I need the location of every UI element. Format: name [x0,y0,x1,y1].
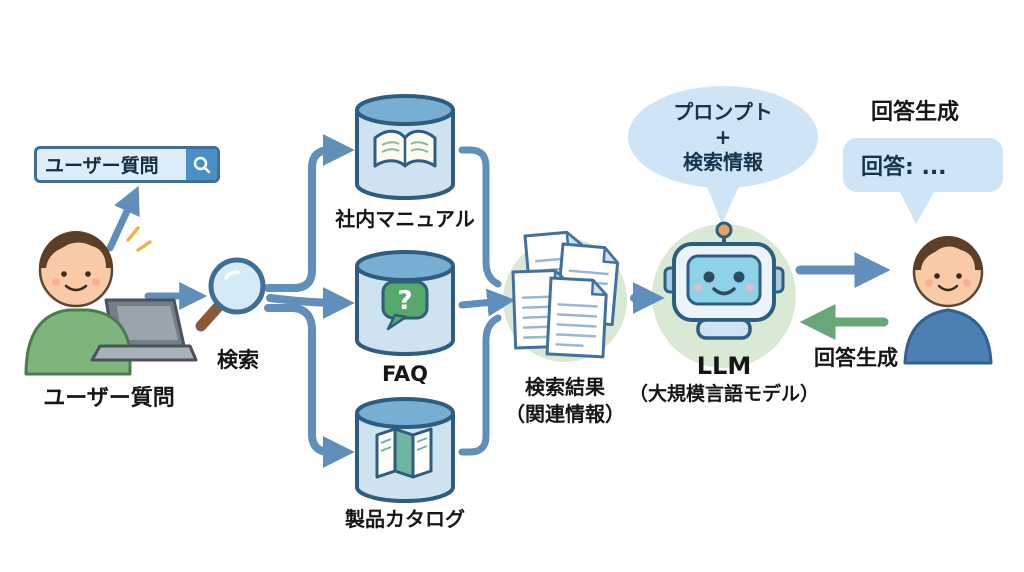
book-icon [373,129,437,168]
person-right-hair [914,236,982,270]
user-left-label: ユーザー質問 [43,386,175,411]
database-faq: ? [355,250,455,356]
prompt-bubble-line2: + [714,124,732,149]
arrow-user-to-searchbox [106,185,140,252]
search-label: 検索 [217,348,259,372]
database-manual-label: 社内マニュアル [335,207,475,231]
catalog-icon [375,427,433,479]
database-catalog-label: 製品カタログ [345,507,465,531]
arrow-search-to-manual [264,134,355,292]
magnifier-icon [195,257,266,332]
database-catalog [355,397,455,503]
arrow-search-to-faq [266,286,355,319]
answer-bubble-tail [900,192,934,224]
prompt-bubble: プロンプト + 検索情報 [628,86,818,188]
person-left-hair [39,231,113,268]
arrow-faq-to-results [458,288,516,317]
documents-icon [511,230,620,359]
results-label-line1: 検索結果 [525,375,605,399]
llm-label: LLM [696,352,752,380]
person-right-body [903,308,993,365]
sparkle-icon [126,226,152,252]
search-box: ユーザー質問 [34,146,220,183]
results-label: 検索結果 （関連情報） [485,374,645,428]
answer-generation-bottom-label: 回答生成 [814,346,898,370]
person-left-illustration [24,226,198,376]
line-catalog-to-results [458,314,502,456]
prompt-bubble-tail [706,184,740,224]
llm-sublabel: （大規模言語モデル） [628,383,819,405]
arrow-search-to-catalog [264,304,355,468]
results-label-line2: （関連情報） [505,402,625,426]
line-manual-to-results [458,146,502,288]
person-right-illustration [903,236,993,365]
answer-bubble: 回答: ... [843,138,1003,192]
prompt-bubble-line3: 検索情報 [683,149,763,174]
question-bubble-icon: ? [381,280,429,331]
answer-bubble-text: 回答: ... [861,155,947,180]
search-icon [193,156,210,173]
database-manual [355,94,455,200]
prompt-bubble-line1: プロンプト [673,99,773,124]
connector-arrows [106,134,891,468]
answer-generation-top-label: 回答生成 [870,100,959,125]
robot-icon [663,221,785,340]
search-box-text: ユーザー質問 [45,155,159,177]
search-box-button [186,149,217,180]
question-glyph: ? [397,286,412,316]
database-faq-label: FAQ [381,362,429,386]
person-left-body [24,308,132,376]
